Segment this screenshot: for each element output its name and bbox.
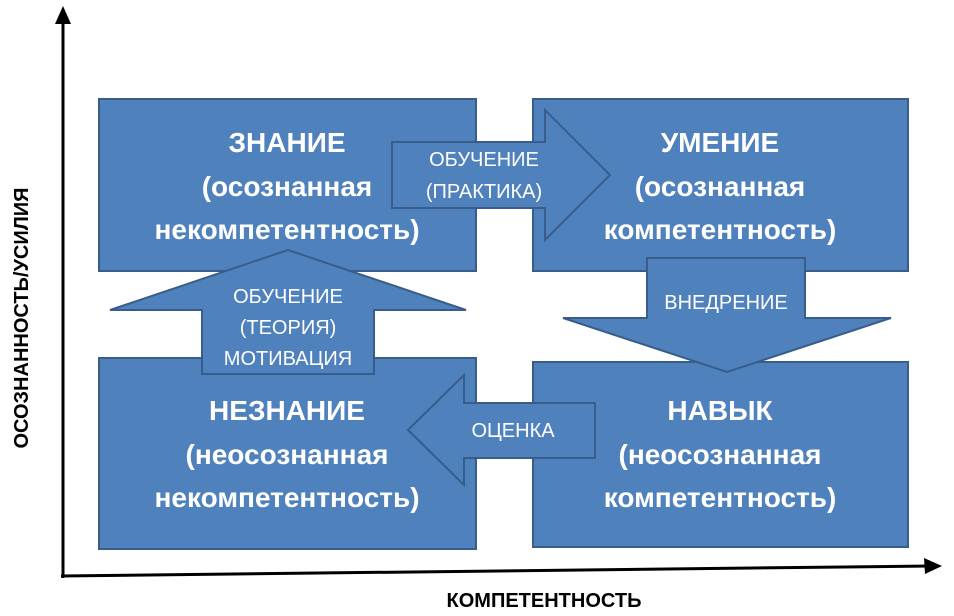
x-axis-arrowhead	[924, 558, 942, 574]
assessment-label: ОЦЕНКА	[471, 420, 555, 442]
arrow-practice	[391, 107, 612, 243]
knowledge-title: ЗНАНИЕ	[228, 127, 345, 158]
ignorance-subtitle-line1: (неосознанная	[186, 439, 389, 470]
y-axis-arrowhead	[55, 6, 71, 24]
ability-subtitle-line2: компетентность)	[604, 214, 837, 245]
practice-label-line2: (ПРАКТИКА)	[426, 181, 542, 203]
ability-subtitle-line1: (осознанная	[635, 171, 806, 202]
knowledge-subtitle-line1: (осознанная	[202, 171, 373, 202]
ignorance-title: НЕЗНАНИЕ	[209, 395, 365, 426]
y-axis-label: ОСОЗНАННОСТЬ/УСИЛИЯ	[11, 187, 33, 448]
x-axis-label: КОМПЕТЕНТНОСТЬ	[447, 590, 642, 612]
skill-title: НАВЫК	[667, 395, 773, 426]
box-ignorance	[98, 357, 477, 550]
theory-label-line2: (ТЕОРИЯ)	[240, 317, 337, 339]
practice-label-line1: ОБУЧЕНИЕ	[429, 149, 539, 171]
arrow-theory	[109, 248, 467, 375]
theory-label-line3: МОТИВАЦИЯ	[224, 348, 352, 370]
knowledge-subtitle-line2: некомпетентность)	[154, 214, 419, 245]
ability-title: УМЕНИЕ	[661, 127, 779, 158]
arrow-implementation	[562, 257, 892, 374]
axes	[55, 6, 942, 578]
skill-subtitle-line2: компетентность)	[604, 482, 837, 513]
skill-subtitle-line1: (неосознанная	[619, 439, 822, 470]
implementation-label: ВНЕДРЕНИЕ	[664, 292, 788, 314]
theory-label-line1: ОБУЧЕНИЕ	[233, 286, 343, 308]
ignorance-subtitle-line2: некомпетентность)	[154, 482, 419, 513]
arrow-assessment	[406, 372, 596, 488]
x-axis-line	[60, 564, 931, 578]
